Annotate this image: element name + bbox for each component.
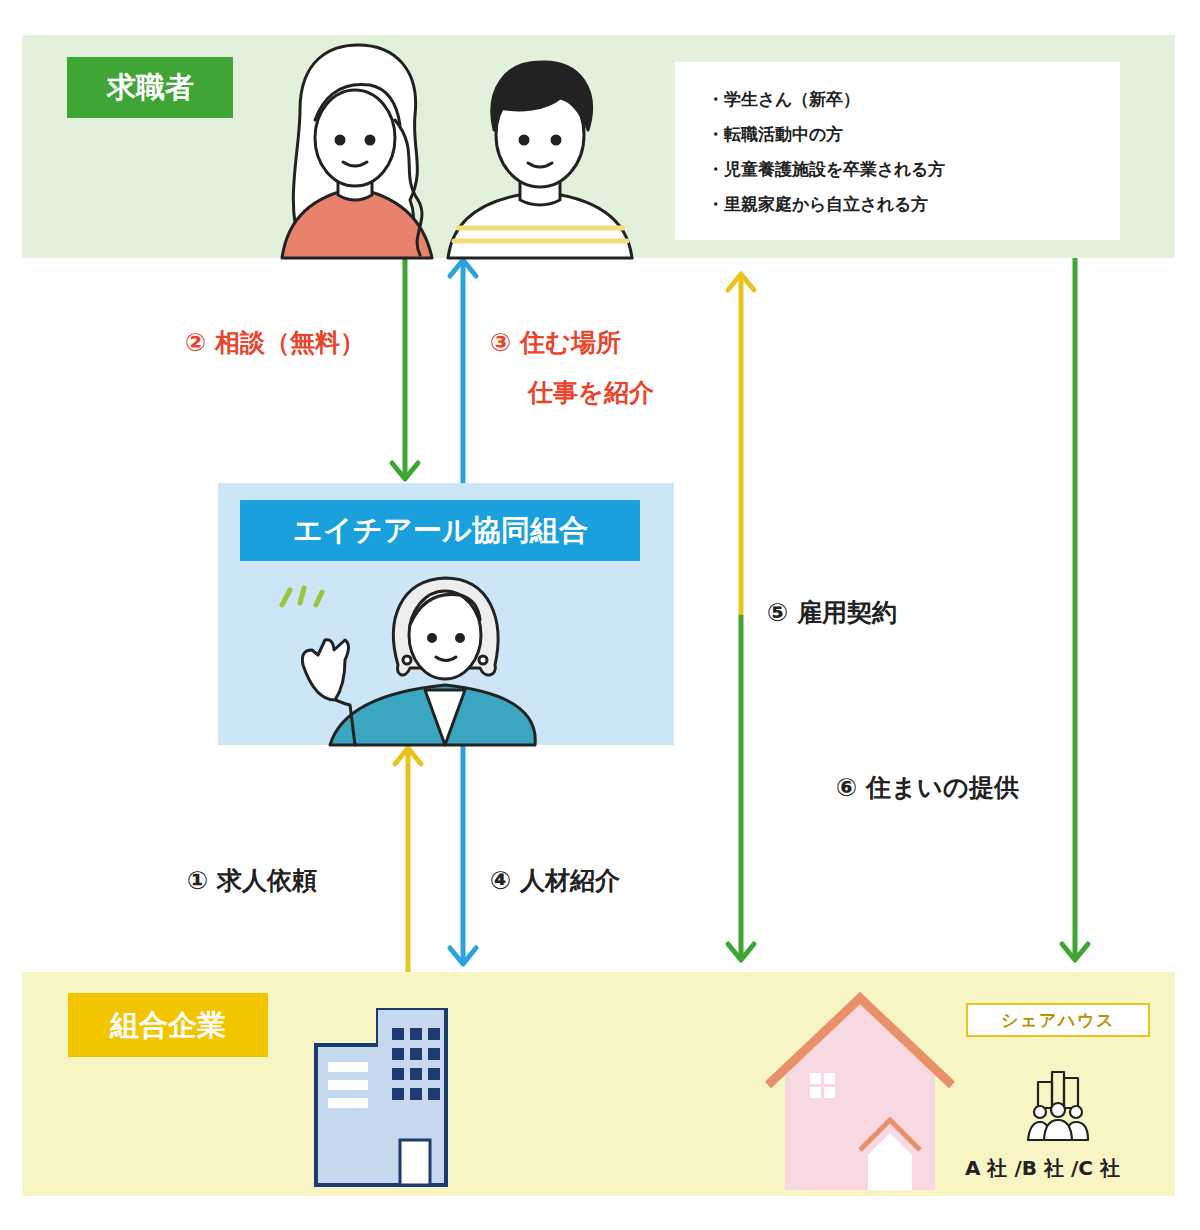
arrow-head [450,260,476,276]
edge-label: ② 相談（無料） [185,318,365,368]
list-item: ・学生さん（新卒） [707,82,1120,117]
arrow-head [728,274,754,290]
arrow-head [1062,944,1088,960]
list-item: ・転職活動中の方 [707,117,1120,152]
company-building [316,1010,446,1185]
connector [728,274,754,960]
connector-line [739,274,744,615]
share-house-tag: シェアハウス [966,1003,1150,1037]
connector-line [739,615,744,960]
job-seeker-woman [282,45,432,258]
connector-line [403,258,408,479]
arrow-head [395,748,421,764]
edge-label: ① 求人依頼 [187,856,317,906]
heading-label: 組合企業 [68,993,268,1057]
target-list-box: ・学生さん（新卒）・転職活動中の方・児童養護施設を卒業される方・里親家庭から自立… [675,62,1120,240]
company-names: A 社 /B 社 /C 社 [965,1155,1120,1182]
connector-line [1073,250,1078,960]
connector-line [461,260,466,483]
staff-woman [282,578,535,745]
heading-label: エイチアール協同組合 [240,500,640,561]
residents-icon [1028,1072,1088,1140]
connector [395,748,421,972]
tag-text: シェアハウス [968,1005,1148,1035]
connector-line [461,745,466,964]
arrow-head [728,944,754,960]
list-item: ・里親家庭から自立される方 [707,187,1120,222]
connector-line [406,748,411,972]
list-item: ・児童養護施設を卒業される方 [707,152,1120,187]
connector [450,745,476,964]
connector [392,258,418,479]
edge-label: ⑤ 雇用契約 [767,588,897,638]
share-house [768,998,952,1190]
cooperative-box: エイチアール協同組合 [218,483,674,745]
edge-label: ④ 人材紹介 [490,856,620,906]
connector [1062,250,1088,960]
job-seeker-man [448,62,632,258]
connector [450,260,476,483]
arrow-head [392,463,418,479]
arrow-head [450,948,476,964]
edge-label: ③ 住む場所 仕事を紹介 [490,318,728,418]
heading-label: 求職者 [67,57,233,118]
edge-label: ⑥ 住まいの提供 [836,763,1019,813]
job-seeker-band: 求職者 ・学生さん（新卒）・転職活動中の方・児童養護施設を卒業される方・里親家庭か… [22,35,1175,258]
